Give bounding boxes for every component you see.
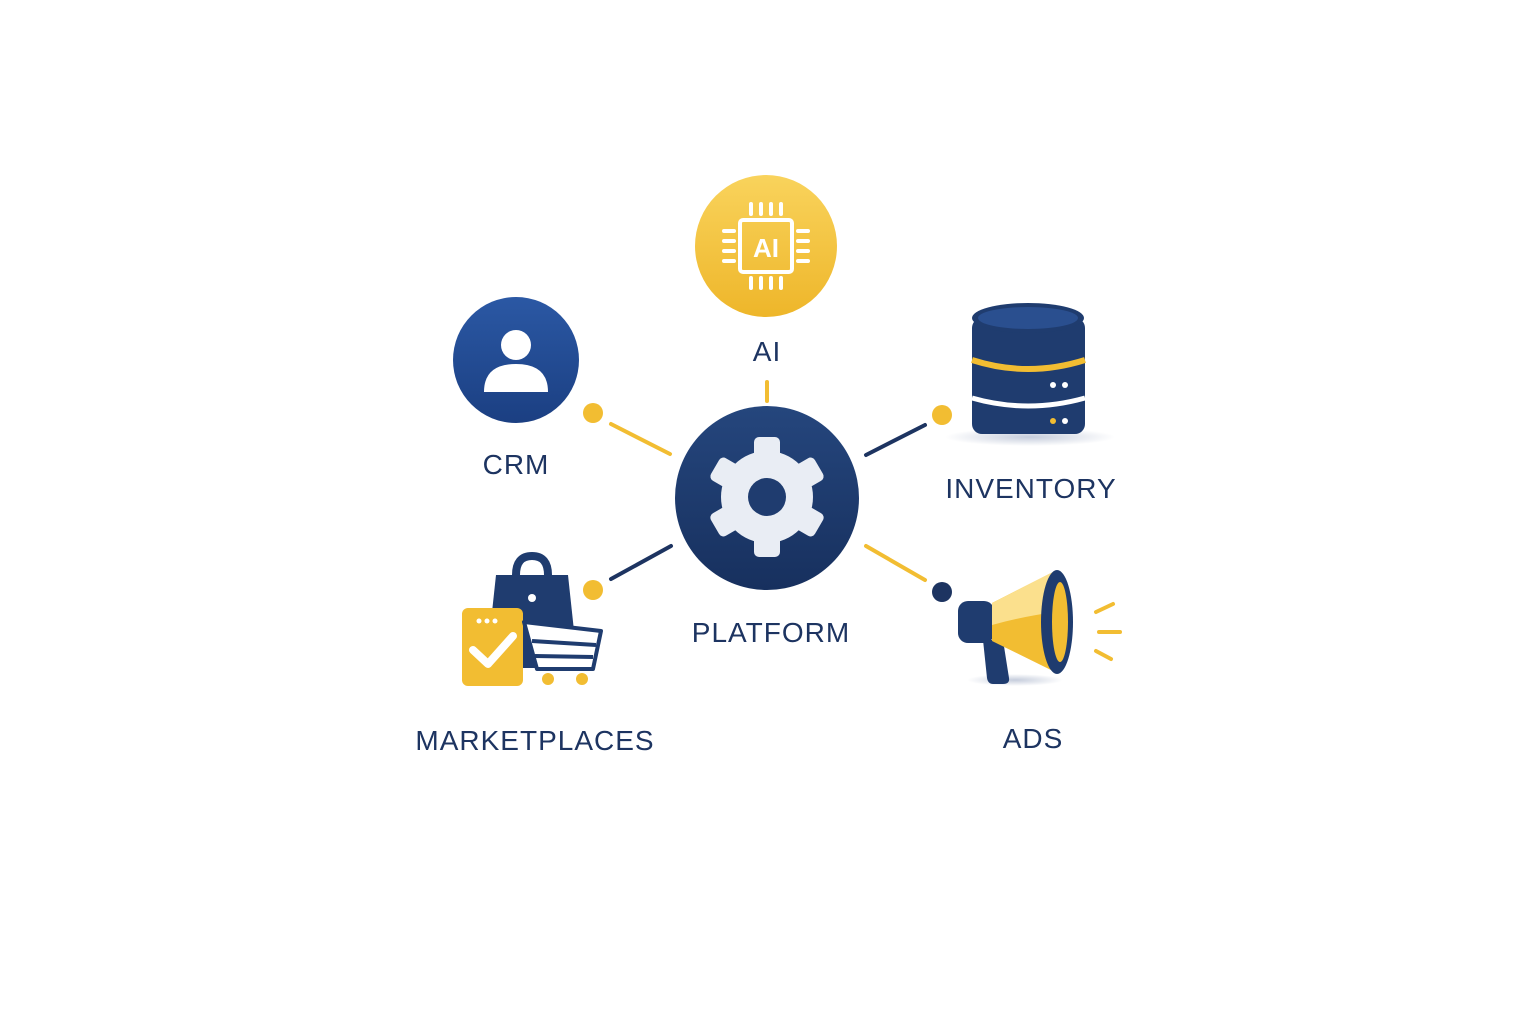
user-icon [484,330,548,392]
connector-crm [583,403,672,456]
platform-hub [675,406,859,590]
gear-icon [710,437,824,557]
ai-chip-text: AI [753,233,779,263]
connector-marketplaces [583,544,673,600]
check-card-icon [462,608,523,686]
node-label-crm: CRM [482,449,550,480]
node-label-ai: AI [752,336,782,367]
megaphone-icon [958,570,1122,684]
shopping-cart-icon [522,620,603,685]
ads-node [958,570,1122,686]
database-icon [971,303,1086,434]
ai-node: AI [695,175,837,317]
hub-label-platform: PLATFORM [691,617,851,648]
connector-inventory [864,405,952,457]
node-label-ads: ADS [1002,723,1064,754]
node-label-marketplaces: MARKETPLACES [415,725,655,756]
connector-ads [864,544,952,602]
ai-chip-icon [722,202,810,290]
marketplaces-node [462,551,603,686]
inventory-node [945,303,1115,446]
node-label-inventory: INVENTORY [945,473,1117,504]
crm-node [453,297,579,423]
